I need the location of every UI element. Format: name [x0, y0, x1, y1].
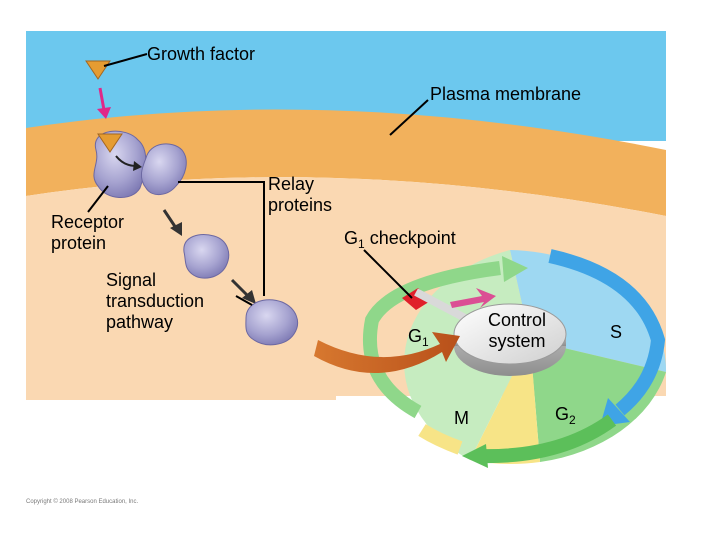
g2-phase-sub: 2 — [569, 413, 576, 427]
g2-phase-wedge — [530, 340, 666, 462]
relay-protein-2 — [183, 234, 230, 279]
relay-protein-1 — [140, 143, 187, 195]
relay-proteins-label: Relay proteins — [268, 174, 332, 216]
g2-phase-label: G2 — [555, 404, 576, 427]
g1-checkpoint-sub: 1 — [358, 237, 365, 251]
pathway-arrowhead-2 — [242, 290, 256, 304]
g1-phase-g: G — [408, 326, 423, 346]
growth-factor-label: Growth factor — [147, 44, 256, 64]
g1-phase-label: G1 — [408, 326, 429, 349]
g1-checkpoint-pointer — [363, 249, 413, 299]
g2-phase-arrow — [479, 414, 617, 464]
pathway-arrow-1 — [162, 209, 178, 229]
plasma-membrane-pointer — [389, 99, 429, 136]
pathway-arrow-2 — [230, 278, 250, 298]
g1-phase-arrow — [362, 261, 501, 419]
receptor-protein-line-2: protein — [51, 233, 107, 253]
g1-phase-arrowhead — [502, 256, 528, 282]
growth-factor-pointer — [103, 53, 148, 67]
g1-checkpoint-g: G — [344, 228, 359, 248]
m-phase-arrow — [418, 424, 463, 455]
pathway-arrowhead-1 — [170, 222, 182, 236]
control-system-line-1: Control — [488, 310, 547, 330]
g1-phase-sub: 1 — [422, 335, 429, 349]
receptor-protein-label: Receptor protein — [51, 212, 124, 254]
s-phase-label: S — [610, 322, 623, 342]
receptor-protein-line-1: Receptor — [51, 212, 125, 232]
plasma-membrane — [26, 109, 666, 216]
relay-proteins-line-1: Relay — [268, 174, 315, 194]
g1-checkpoint-label: G1 checkpoint — [344, 228, 456, 251]
binding-arrow — [98, 87, 106, 111]
signal-transduction-pointer — [235, 295, 253, 306]
copyright-notice: Copyright © 2008 Pearson Education, Inc. — [26, 499, 139, 505]
relay-protein-3 — [245, 299, 298, 346]
signal-transduction-label: Signal transduction pathway — [106, 270, 204, 333]
g2-phase-arrowhead — [462, 444, 488, 468]
relay-proteins-bracket — [178, 181, 265, 296]
bound-growth-factor — [97, 133, 123, 153]
checkpoint-pink-arrow — [450, 288, 496, 308]
plasma-membrane-label: Plasma membrane — [430, 84, 582, 104]
m-phase-label: M — [454, 408, 469, 428]
signal-transduction-line-1: Signal — [106, 270, 157, 290]
g2-phase-g: G — [555, 404, 570, 424]
s-phase-arrow — [548, 249, 666, 416]
relay-proteins-line-2: proteins — [268, 195, 333, 215]
control-system-label: Control system — [488, 310, 546, 352]
control-system-disk-top — [453, 303, 567, 365]
signal-arrow — [314, 332, 460, 374]
g1-checkpoint-rest: checkpoint — [364, 228, 456, 248]
checkpoint-bar — [402, 288, 432, 310]
control-system-line-2: system — [488, 331, 546, 351]
activation-curl-arrowhead — [133, 161, 142, 171]
signal-transduction-line-2: transduction — [106, 291, 205, 311]
receptor-protein-pointer — [87, 185, 109, 213]
binding-arrowhead — [97, 107, 111, 119]
signal-transduction-line-3: pathway — [106, 312, 174, 332]
